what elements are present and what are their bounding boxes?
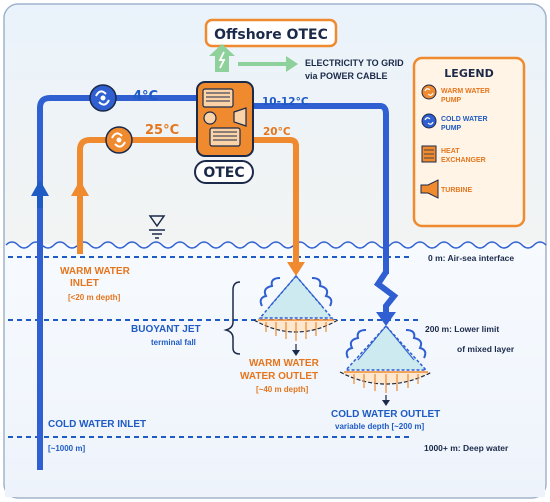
warm-outlet-label-line3: [~40 m depth] <box>256 385 309 394</box>
warm-water-plume <box>253 274 339 356</box>
legend-heat-exchanger-icon <box>421 145 437 163</box>
depth-label-mixed-line2: of mixed layer <box>457 344 515 354</box>
sea-background <box>5 244 545 497</box>
depth-label-deep: 1000+ m: Deep water <box>424 443 509 453</box>
legend-cold-pump-line2: PUMP <box>441 125 462 132</box>
legend-warm-pump-line1: WARM WATER <box>441 88 490 95</box>
buoyant-jet-label-line1: BUOYANT JET <box>131 324 201 335</box>
cold-inlet-label-line1: COLD WATER INLET <box>48 419 146 430</box>
buoyant-jet-label-line2: terminal fall <box>151 338 196 347</box>
title-box <box>204 18 338 48</box>
legend-cold-pump-line1: COLD WATER <box>441 116 488 123</box>
warm-outlet-arrowhead <box>287 262 305 276</box>
temp-warm-in: 25°C <box>145 123 179 138</box>
warm-outlet-pipe <box>250 137 299 262</box>
cold-outlet-pipe <box>250 103 389 274</box>
cold-outlet-label-line2: variable depth [~200 m] <box>335 422 424 431</box>
cold-water-plume <box>339 324 433 406</box>
legend-warm-pump-icon <box>421 84 437 100</box>
warm-inlet-label-line1: WARM WATER <box>60 266 131 277</box>
otec-label: OTEC <box>203 165 244 181</box>
warm-inlet-label-line3: [<20 m depth] <box>68 293 121 302</box>
legend-heat-exchanger-line2: EXCHANGER <box>441 157 486 164</box>
otec-label-box <box>194 160 254 184</box>
warm-water-pump-icon <box>105 126 133 154</box>
water-level-icon <box>148 215 166 239</box>
temp-cold-out: 10-12°C <box>262 96 309 108</box>
legend: LEGEND WARM WATER PUMP COLD WATER PUMP H… <box>412 56 526 228</box>
otec-unit <box>196 81 254 157</box>
cold-inlet-arrow <box>31 180 49 208</box>
page-title: Offshore OTEC <box>214 27 328 43</box>
depth-label-mixed-line1: 200 m: Lower limit <box>425 324 499 334</box>
warm-inlet-arrow <box>71 180 89 208</box>
cold-inlet-label-line2: [~1000 m] <box>48 444 85 453</box>
cold-inlet-pipe <box>37 95 200 470</box>
sea-surface-wave <box>5 241 547 249</box>
legend-warm-pump-line2: PUMP <box>441 97 462 104</box>
grid-label-line1: ELECTRICITY TO GRID <box>305 58 404 68</box>
warm-inlet-label-line2: INLET <box>70 278 99 289</box>
legend-turbine-icon <box>420 179 439 199</box>
cold-outlet-arrowhead <box>376 312 396 326</box>
legend-turbine-line1: TURBINE <box>441 187 472 194</box>
depth-label-surface: 0 m: Air-sea interface <box>428 253 514 263</box>
legend-cold-pump-icon <box>421 113 437 129</box>
cold-outlet-label-line1: COLD WATER OUTLET <box>331 409 440 420</box>
legend-title: LEGEND <box>444 67 493 80</box>
cold-outlet-zigzag <box>373 270 399 318</box>
warm-outlet-label-line2: WATER OUTLET <box>240 371 318 382</box>
warm-outlet-label-line1: WARM WATER <box>249 358 320 369</box>
legend-heat-exchanger-line1: HEAT <box>441 148 460 155</box>
temp-warm-out: 20°C <box>263 126 291 138</box>
electricity-icon <box>209 44 298 72</box>
grid-label-line2: via POWER CABLE <box>305 71 388 81</box>
cold-water-pump-icon <box>89 84 117 112</box>
warm-inlet-pipe <box>77 137 200 254</box>
buoyant-jet-brace <box>223 281 241 355</box>
temp-cold-in: 4°C <box>133 89 158 104</box>
